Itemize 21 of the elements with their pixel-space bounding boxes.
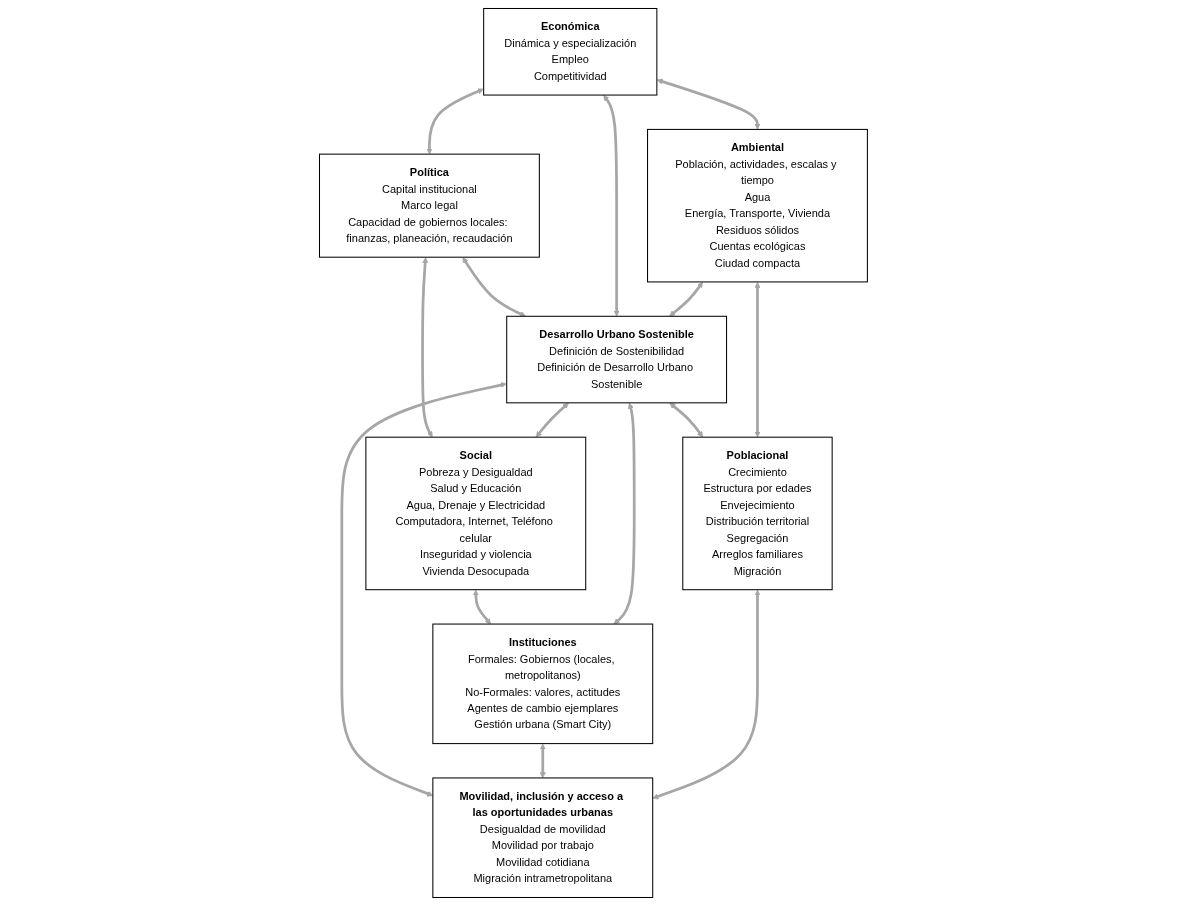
arrow	[539, 743, 546, 778]
node-box: Social Pobreza y Desigualdad Salud y Educación Agua, Drenaje y Electricidad Computadora, Internet, Teléfono celular Inseguridad y violencia Vivienda Desocupada	[364, 436, 586, 590]
arrow	[425, 87, 484, 154]
arrow	[340, 381, 507, 796]
arrow	[669, 402, 703, 437]
node-box: Política Capital institucional Marco legal Capacidad de gobiernos locales: finanzas, planeación, recaudación	[318, 153, 540, 258]
node-box: Movilidad, inclusión y acceso a las oportunidades urbanas Desigualdad de movilidad Movilidad por trabajo Movilidad cotidiana Migración intrametropolitana	[431, 776, 653, 898]
arrow	[754, 281, 761, 437]
arrow	[602, 94, 620, 317]
arrow	[656, 78, 761, 130]
arrow	[668, 281, 703, 317]
arrow	[535, 402, 569, 437]
arrow	[462, 256, 526, 317]
node-box: Desarrollo Urbano Sostenible Definición de Sostenibilidad Definición de Desarrollo Urbano Sostenible	[505, 315, 727, 403]
arrow	[420, 256, 433, 437]
node-box: Poblacional Crecimiento Estructura por edades Envejecimiento Distribución territorial Segregación Arreglos familiares Migración	[681, 436, 833, 590]
node-box: Económica Dinámica y especialización Empleo Competitividad	[482, 7, 657, 96]
node-box: Instituciones Formales: Gobiernos (locales, metropolitanos) No-Formales: valores, actitudes Agentes de cambio ejemplares Gestión urbana (Smart City)	[431, 623, 653, 744]
node-box: Ambiental Población, actividades, escalas y tiempo Agua Energía, Transporte, Vivienda Residuos sólidos Cuentas ecológicas Ciudad compacta	[646, 128, 868, 282]
arrow	[472, 589, 491, 624]
arrow	[613, 402, 636, 624]
